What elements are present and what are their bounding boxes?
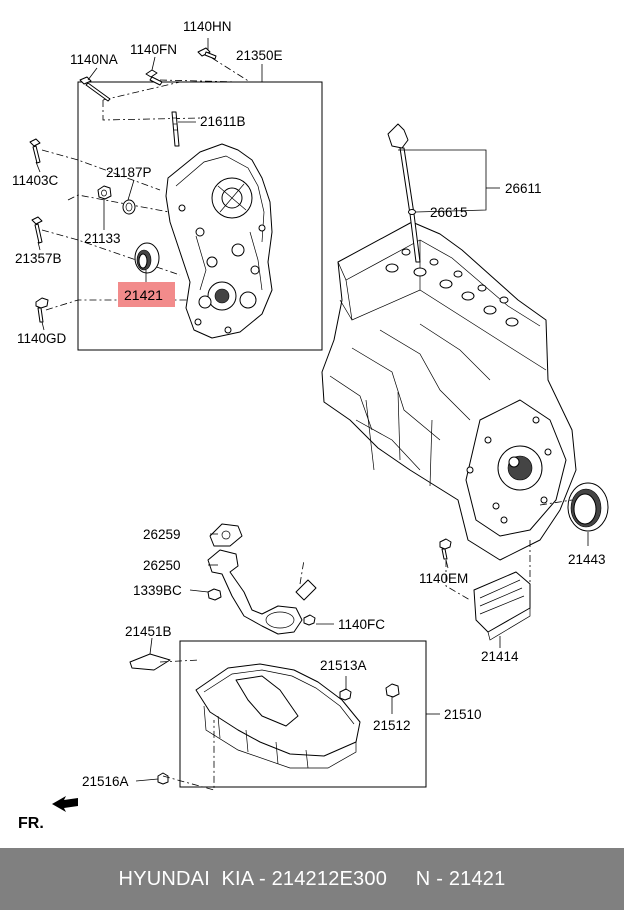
label-21350e: 21350E [236, 48, 283, 63]
label-21133: 21133 [84, 231, 121, 246]
leader-lines [35, 38, 589, 782]
bolt-1140gd [35, 297, 49, 323]
label-21451b: 21451B [125, 624, 172, 639]
drain-plug-21512 [385, 683, 400, 698]
label-21421: 21421 [124, 287, 163, 303]
nut-21133 [97, 185, 112, 200]
label-21512: 21512 [373, 718, 411, 733]
label-1339bc: 1339BC [133, 583, 182, 598]
timing-cover-21350e [165, 143, 273, 339]
bracket-21451b [129, 653, 171, 671]
dipstick-26611 [387, 123, 421, 263]
bolt-11403c [29, 138, 41, 164]
label-21611b: 21611B [200, 114, 246, 129]
label-21357b: 21357B [15, 251, 62, 266]
label-1140fn: 1140FN [130, 42, 177, 57]
label-1140na: 1140NA [70, 52, 118, 67]
label-26250: 26250 [143, 558, 181, 573]
label-1140gd: 1140GD [17, 331, 67, 346]
baffle-21414 [473, 571, 531, 641]
o-ring-26615 [408, 209, 416, 215]
bolt-1140fn [145, 69, 163, 86]
front-arrow-icon [52, 796, 78, 812]
oil-seal-21421 [134, 242, 160, 274]
label-26259: 26259 [143, 527, 181, 542]
parts-diagram: 1140HN 1140NA 1140FN 21350E 21611B 11403… [12, 19, 609, 832]
label-1140em: 1140EM [419, 571, 468, 586]
bolt-1140hn [197, 47, 217, 60]
bolt-21516a [157, 772, 169, 785]
bolt-1140em [439, 538, 452, 560]
label-21516a: 21516A [82, 774, 129, 789]
oil-pan-21510 [195, 663, 361, 769]
label-1140hn: 1140HN [183, 19, 232, 34]
gasket-21187p [122, 199, 136, 215]
label-21513a: 21513A [320, 658, 367, 673]
gasket-21513a [339, 688, 352, 701]
bolt-21357b [31, 216, 43, 244]
label-21443: 21443 [568, 552, 606, 567]
highlight-box-21421 [118, 282, 175, 307]
label-11403c: 11403C [12, 173, 59, 188]
part-number-footer: HYUNDAI KIA - 214212E300 N - 21421 [0, 848, 624, 910]
label-26611: 26611 [505, 181, 542, 196]
stud-21611b [171, 111, 180, 147]
label-1140fc: 1140FC [338, 617, 385, 632]
label-21414: 21414 [481, 649, 519, 664]
label-26615: 26615 [430, 205, 468, 220]
timing-cover-group-frame [77, 81, 323, 351]
nut-1339bc [207, 588, 222, 601]
oil-strainer-26250 [207, 549, 317, 635]
gasket-26259 [209, 523, 243, 547]
bolt-1140na [79, 76, 111, 102]
label-21510: 21510 [444, 707, 482, 722]
rear-oil-seal-21443 [567, 482, 609, 532]
engine-block [321, 221, 577, 561]
bolt-1140fc [303, 614, 316, 626]
label-21187p: 21187P [106, 165, 152, 180]
footer-part-number-text: HYUNDAI KIA - 214212E300 N - 21421 [118, 867, 506, 890]
label-front: FR. [18, 815, 44, 832]
